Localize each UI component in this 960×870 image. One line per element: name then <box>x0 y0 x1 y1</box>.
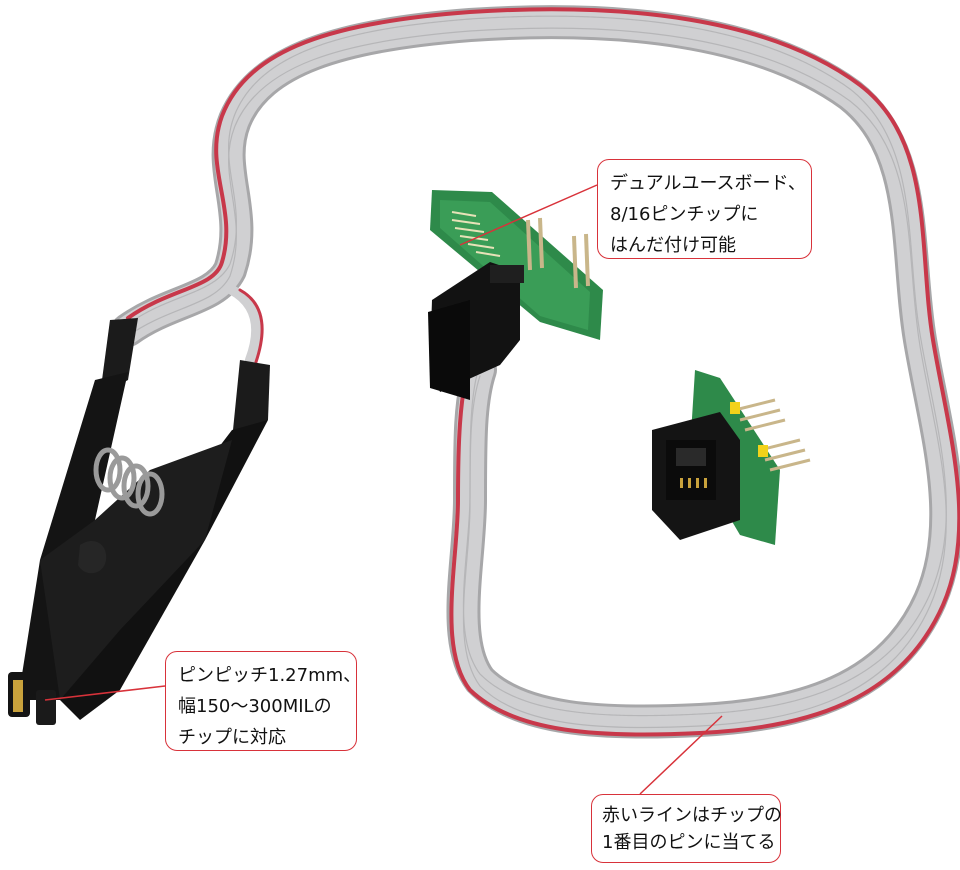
callout-line: 赤いラインはチップの <box>602 805 782 826</box>
callout-pin-pitch: ピンピッチ1.27mm、 幅150～300MILの チップに対応 <box>165 651 362 751</box>
ribbon-cable <box>111 5 960 739</box>
callout-leaders <box>44 184 723 795</box>
callout-line: はんだ付け可能 <box>610 235 736 256</box>
callout-line: 1番目のピンに当てる <box>602 832 776 853</box>
clip-spring <box>93 447 165 517</box>
callout-line: ピンピッチ1.27mm、 <box>178 665 362 686</box>
soic-test-clip <box>8 318 270 725</box>
adapter-board-spare <box>652 370 811 545</box>
callout-red-line: 赤いラインはチップの 1番目のピンに当てる <box>591 794 782 863</box>
callout-line: 幅150～300MILの <box>178 696 332 717</box>
callout-dual-use-board: デュアルユースボード、 8/16ピンチップに はんだ付け可能 <box>597 159 812 259</box>
callout-line: 8/16ピンチップに <box>610 204 759 225</box>
callout-line: デュアルユースボード、 <box>610 173 806 194</box>
callout-line: チップに対応 <box>178 727 286 748</box>
adapter-board-with-socket <box>428 190 603 400</box>
